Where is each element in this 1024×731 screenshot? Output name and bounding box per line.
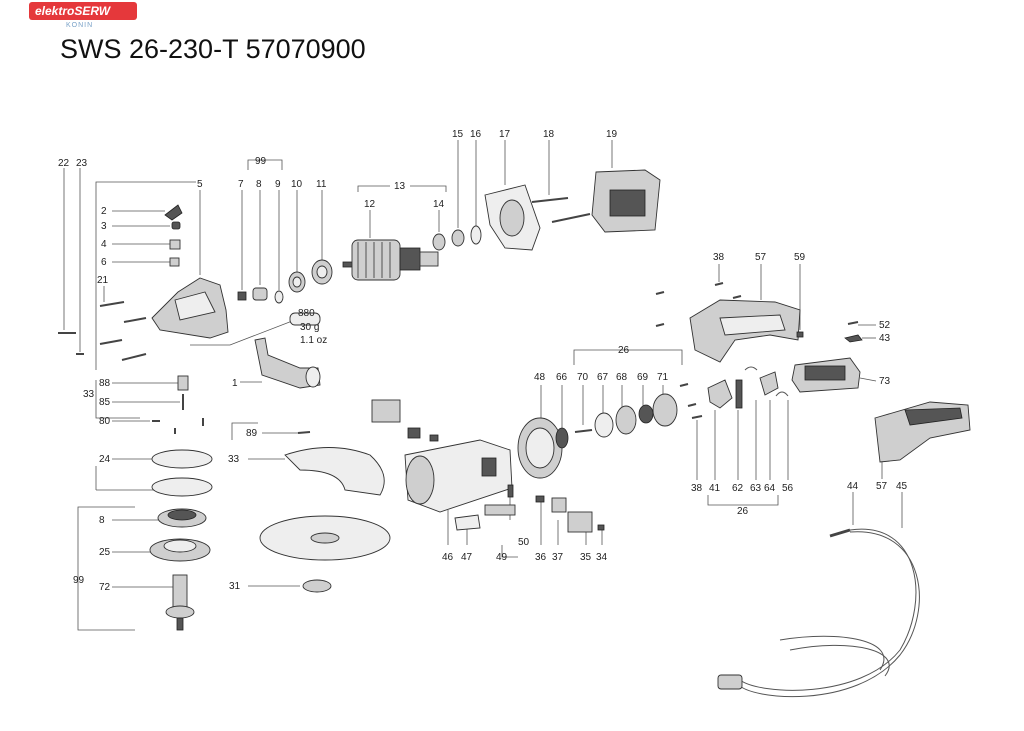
label-31: 31	[229, 581, 241, 592]
label-88: 88	[99, 378, 111, 389]
label-15: 15	[452, 129, 464, 140]
leader-lines	[63, 140, 903, 631]
label-41: 41	[709, 483, 721, 494]
label-89: 89	[246, 428, 258, 439]
label-5: 5	[197, 179, 203, 190]
label-17: 17	[499, 129, 511, 140]
label-11: 11	[316, 179, 327, 190]
label-25: 25	[99, 547, 111, 558]
label-38-bottom: 38	[691, 483, 703, 494]
label-12: 12	[364, 199, 376, 210]
label-22: 22	[58, 158, 70, 169]
grease-code: 880	[298, 308, 315, 319]
label-56: 56	[782, 483, 794, 494]
label-57-top: 57	[755, 252, 767, 263]
label-23: 23	[76, 158, 88, 169]
label-43: 43	[879, 333, 891, 344]
label-4: 4	[101, 239, 107, 250]
label-63: 63	[750, 483, 762, 494]
label-99-bottom: 99	[73, 575, 85, 586]
label-68: 68	[616, 372, 628, 383]
label-50: 50	[518, 537, 530, 548]
label-85: 85	[99, 397, 111, 408]
label-34: 34	[596, 552, 608, 563]
label-33-guard: 33	[228, 454, 240, 465]
brand-city: KONIN	[66, 22, 94, 29]
brand-logo: elektroSERW	[29, 2, 137, 20]
label-70: 70	[577, 372, 589, 383]
label-10: 10	[291, 179, 303, 190]
label-37: 37	[552, 552, 564, 563]
grease-weight-g: 30 g	[300, 322, 319, 333]
label-8-top: 8	[256, 179, 262, 190]
label-35: 35	[580, 552, 592, 563]
label-21: 21	[97, 275, 109, 286]
label-2: 2	[101, 206, 107, 217]
label-33-left: 33	[83, 389, 95, 400]
label-45: 45	[896, 481, 908, 492]
label-19: 19	[606, 129, 618, 140]
label-44: 44	[847, 481, 859, 492]
label-6: 6	[101, 257, 107, 268]
grease-weight-oz: 1.1 oz	[300, 335, 327, 346]
label-73: 73	[879, 376, 891, 387]
label-26-top: 26	[618, 345, 630, 356]
label-48: 48	[534, 372, 546, 383]
label-99-top: 99	[255, 156, 267, 167]
label-72: 72	[99, 582, 111, 593]
label-59: 59	[794, 252, 806, 263]
label-49: 49	[496, 552, 508, 563]
label-18: 18	[543, 129, 555, 140]
label-3: 3	[101, 221, 107, 232]
label-13: 13	[394, 181, 406, 192]
label-1: 1	[232, 378, 238, 389]
label-80: 80	[99, 416, 111, 427]
label-62: 62	[732, 483, 744, 494]
part-labels: 22 23 5 2 3 4 6 21 99 7 8 9 10 11 13 12 …	[58, 129, 908, 593]
label-71: 71	[657, 372, 669, 383]
label-36: 36	[535, 552, 547, 563]
label-7: 7	[238, 179, 244, 190]
label-57-bottom: 57	[876, 481, 888, 492]
label-26-bottom: 26	[737, 506, 749, 517]
label-69: 69	[637, 372, 649, 383]
label-67: 67	[597, 372, 609, 383]
label-64: 64	[764, 483, 776, 494]
page-title: SWS 26-230-T 57070900	[60, 34, 366, 64]
label-16: 16	[470, 129, 482, 140]
label-46: 46	[442, 552, 454, 563]
label-52: 52	[879, 320, 891, 331]
label-14: 14	[433, 199, 445, 210]
label-8-bottom: 8	[99, 515, 105, 526]
label-9: 9	[275, 179, 281, 190]
label-38-top: 38	[713, 252, 725, 263]
parts	[58, 169, 971, 698]
label-66: 66	[556, 372, 568, 383]
label-24: 24	[99, 454, 111, 465]
label-47: 47	[461, 552, 473, 563]
